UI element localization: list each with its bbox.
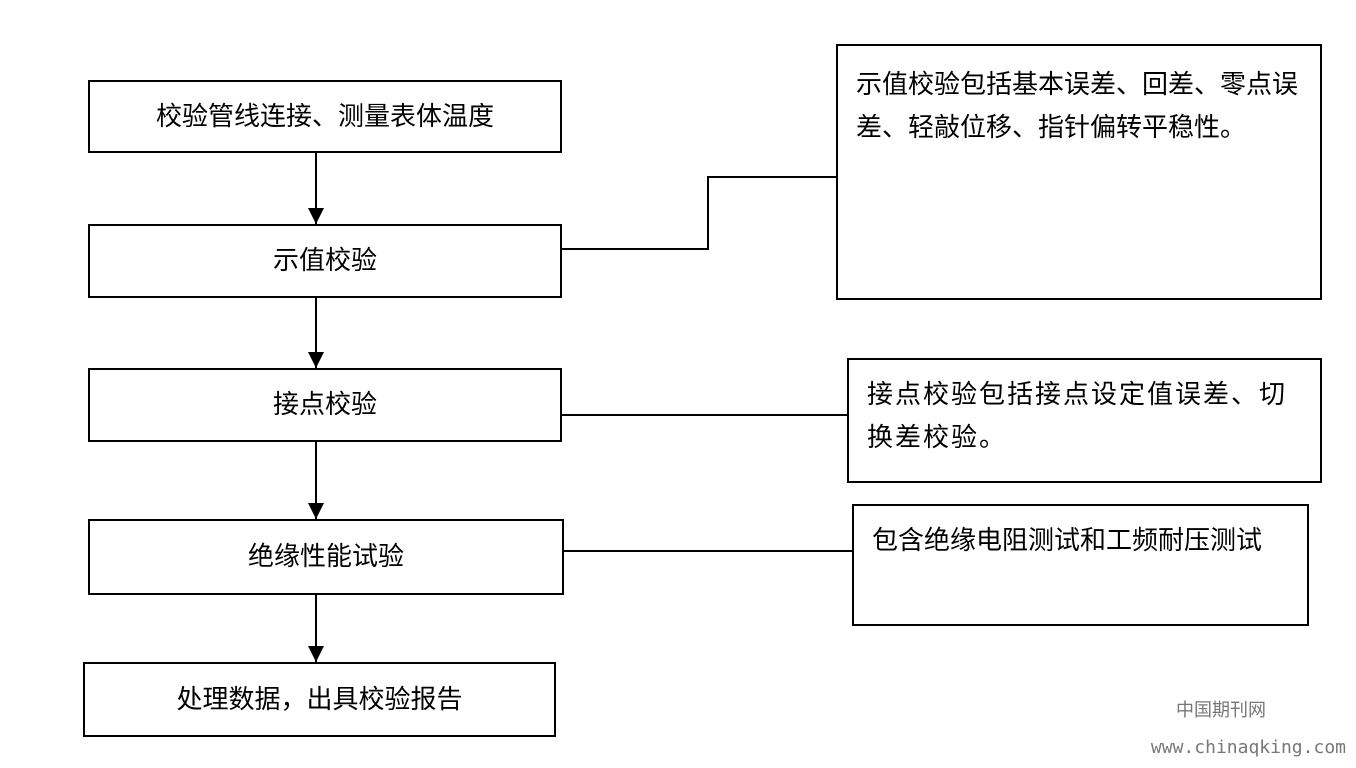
watermark-url: www.chinaqking.com (1150, 737, 1346, 758)
flow-step-contact-check: 接点校验 (88, 368, 562, 442)
flow-step-label: 绝缘性能试验 (247, 542, 404, 572)
note-text: 示值校验包括基本误差、回差、零点误差、轻敲位移、指针偏转平稳性。 (856, 70, 1299, 143)
flow-step-label: 校验管线连接、测量表体温度 (155, 101, 494, 132)
note-contact-check-details: 接点校验包括接点设定值误差、切换差校验。 (847, 358, 1322, 483)
flow-step-label: 接点校验 (272, 390, 377, 420)
flow-step-indication-check: 示值校验 (88, 224, 562, 298)
flow-step-label: 处理数据，出具校验报告 (176, 684, 463, 715)
flow-step-report: 处理数据，出具校验报告 (83, 662, 556, 737)
note-insulation-test-details: 包含绝缘电阻测试和工频耐压测试 (852, 504, 1309, 626)
watermark-site-name: 中国期刊网 (1176, 700, 1266, 721)
note-text: 包含绝缘电阻测试和工频耐压测试 (872, 526, 1263, 556)
flow-step-pipeline-connection: 校验管线连接、测量表体温度 (88, 80, 562, 153)
note-text: 接点校验包括接点设定值误差、切换差校验。 (867, 380, 1288, 453)
flow-step-label: 示值校验 (272, 246, 377, 276)
connector-step2-note1 (560, 176, 838, 250)
note-indication-check-details: 示值校验包括基本误差、回差、零点误差、轻敲位移、指针偏转平稳性。 (836, 44, 1322, 300)
flow-step-insulation-test: 绝缘性能试验 (88, 519, 564, 595)
